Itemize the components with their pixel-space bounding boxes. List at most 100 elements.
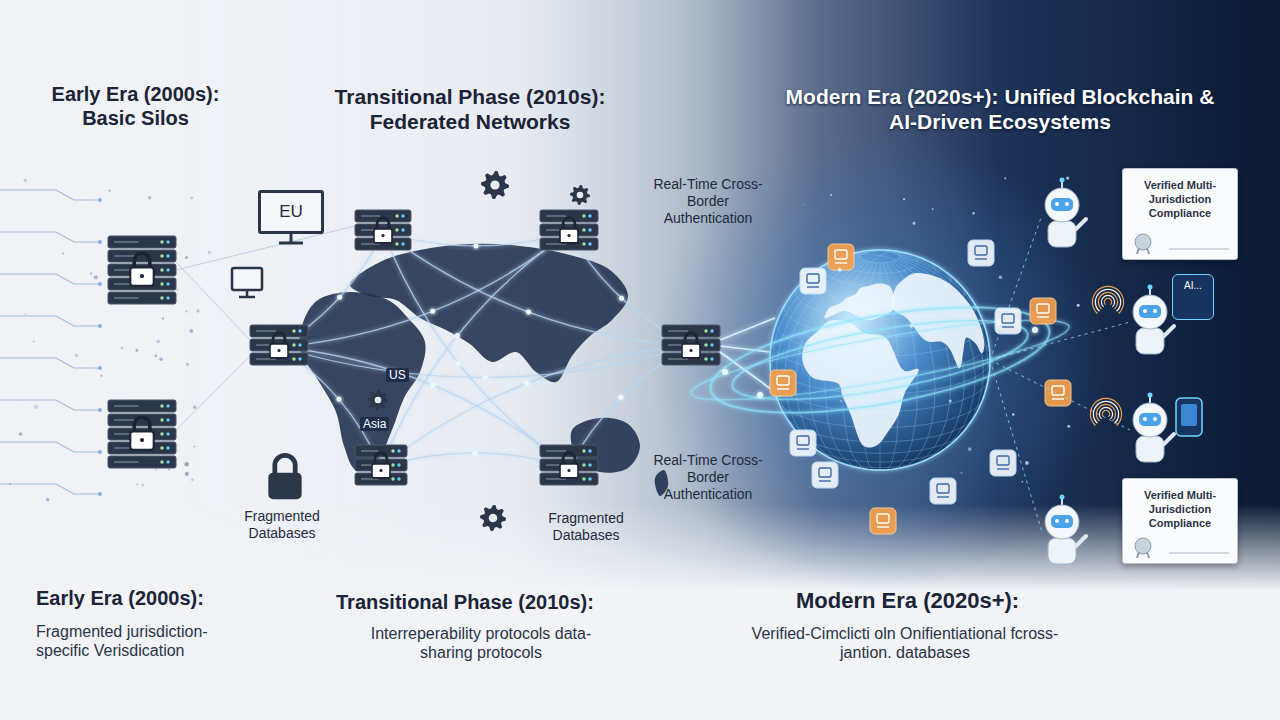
robot-body bbox=[1048, 538, 1076, 564]
particle bbox=[94, 275, 98, 279]
device-screen: AI... bbox=[1172, 274, 1214, 320]
icon-tile bbox=[812, 462, 838, 488]
server-led bbox=[166, 432, 169, 435]
robot-arm bbox=[1164, 326, 1174, 336]
signature-rule bbox=[1169, 553, 1229, 554]
monitor-stand bbox=[239, 290, 255, 297]
icon-glyph bbox=[1037, 316, 1049, 317]
monitor-stand bbox=[279, 234, 303, 243]
server-led bbox=[160, 446, 163, 449]
sparkle bbox=[1066, 176, 1069, 179]
signature-rule bbox=[1169, 249, 1229, 250]
monitor-icon bbox=[232, 234, 303, 297]
icon-tile-box bbox=[790, 430, 816, 456]
particle bbox=[135, 349, 138, 352]
icon-tile bbox=[1045, 380, 1071, 406]
padlock-shackle bbox=[563, 453, 575, 464]
server-led bbox=[160, 418, 163, 421]
circuit-trace bbox=[0, 274, 100, 284]
server-led bbox=[704, 329, 707, 332]
server-stack bbox=[662, 325, 720, 365]
network-arc bbox=[279, 347, 569, 467]
server-led bbox=[160, 404, 163, 407]
sparkle bbox=[997, 457, 998, 458]
robot-head bbox=[1045, 188, 1079, 222]
sparkle bbox=[961, 472, 963, 474]
server-led bbox=[292, 329, 295, 332]
particle bbox=[9, 483, 11, 485]
particle bbox=[155, 469, 157, 471]
icon-tile-box bbox=[1045, 380, 1071, 406]
node-text: EU bbox=[279, 202, 303, 222]
circuit-dot bbox=[98, 408, 102, 412]
signature-line bbox=[1169, 237, 1229, 251]
fingerprint-ridge bbox=[1090, 398, 1122, 426]
fingerprint-icon bbox=[1090, 398, 1122, 426]
network-glow-dot bbox=[526, 310, 531, 315]
icon-tile-box bbox=[812, 462, 838, 488]
orbit-dot bbox=[1032, 327, 1038, 333]
circuit-dot bbox=[98, 282, 102, 286]
padlock-shackle bbox=[375, 453, 387, 464]
circuit-dot bbox=[98, 492, 102, 496]
server-led bbox=[588, 463, 591, 466]
server-slot bbox=[668, 330, 688, 332]
sparkle bbox=[838, 268, 842, 272]
sparkle bbox=[1025, 461, 1029, 465]
sparkle bbox=[945, 322, 949, 326]
network-arc bbox=[383, 232, 691, 346]
database-caption: Fragmented Databases bbox=[232, 508, 332, 542]
icon-tile-box bbox=[870, 508, 896, 534]
icon-tile bbox=[790, 430, 816, 456]
padlock-body bbox=[374, 229, 392, 243]
gear-icon bbox=[481, 171, 509, 199]
node-text: AI... bbox=[1175, 280, 1211, 291]
server-led bbox=[391, 449, 394, 452]
padlock-keyhole bbox=[379, 469, 382, 472]
icon-tile-box bbox=[990, 450, 1016, 476]
icon-glyph bbox=[1037, 304, 1049, 313]
robot-head bbox=[1045, 505, 1079, 539]
monitor-screen bbox=[232, 268, 262, 290]
particle bbox=[155, 355, 158, 358]
globe bbox=[687, 250, 1073, 470]
padlock-body bbox=[372, 464, 390, 478]
fingerprint-ridge bbox=[1098, 292, 1118, 310]
icon-glyph bbox=[975, 258, 987, 259]
sparkle bbox=[932, 208, 934, 210]
sparkle bbox=[1012, 413, 1014, 415]
flow-caption: Real-Time Cross-Border Authentication bbox=[648, 452, 768, 502]
padlock-body bbox=[682, 344, 700, 358]
icon-glyph bbox=[937, 484, 949, 493]
orbit-dot bbox=[757, 392, 763, 398]
particle bbox=[191, 478, 194, 481]
node-text: Verified Multi-Jurisdiction Compliance bbox=[1129, 179, 1231, 220]
network-glow-dot bbox=[473, 450, 478, 455]
robot-eye bbox=[1153, 417, 1157, 421]
phone-body bbox=[1176, 398, 1202, 436]
particle bbox=[193, 406, 196, 409]
icon-glyph bbox=[1002, 314, 1014, 323]
gear-icon bbox=[480, 505, 506, 531]
sparkle bbox=[999, 276, 1002, 279]
data-link bbox=[990, 360, 1042, 532]
server-stack bbox=[108, 400, 176, 468]
icon-glyph bbox=[1052, 386, 1064, 395]
robot-assistant bbox=[1045, 178, 1086, 248]
server-unit bbox=[662, 325, 720, 337]
region-label: US bbox=[386, 368, 409, 382]
sparkle bbox=[840, 400, 842, 402]
sparkle bbox=[1010, 471, 1013, 474]
gear-icon bbox=[570, 185, 590, 205]
server-led bbox=[166, 418, 169, 421]
server-led bbox=[166, 296, 169, 299]
sparkle bbox=[949, 399, 952, 402]
server-stack bbox=[250, 325, 308, 365]
network-glow-dot bbox=[483, 375, 488, 380]
sparkle bbox=[803, 204, 804, 205]
fingerprint-ridge bbox=[1099, 407, 1113, 420]
seal-disc bbox=[1135, 234, 1151, 250]
sparkle bbox=[977, 307, 978, 308]
server-led bbox=[292, 357, 295, 360]
